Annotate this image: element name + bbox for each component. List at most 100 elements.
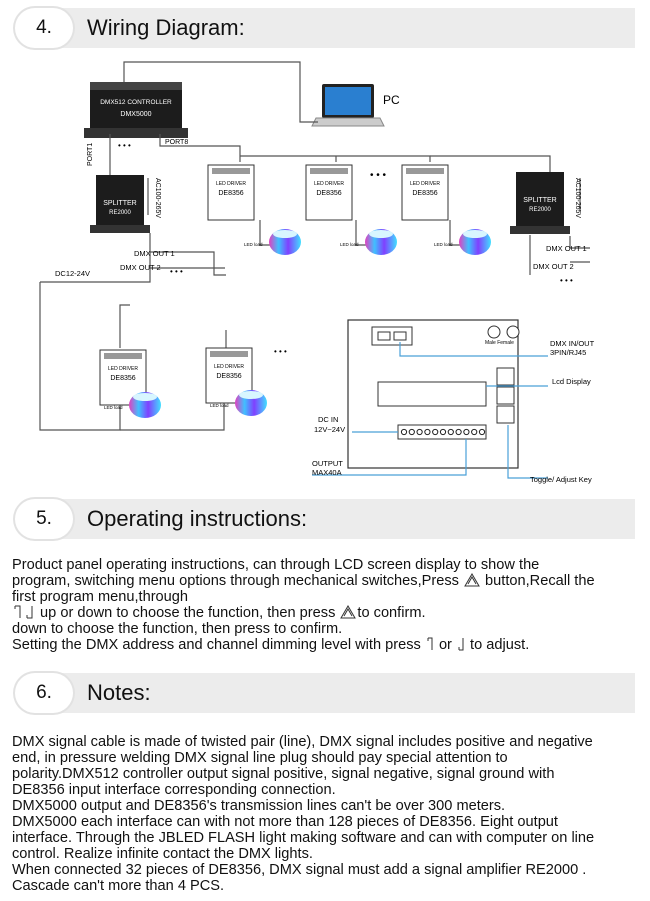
led-driver: LED DRIVER DE8356 xyxy=(305,164,353,221)
terminal-screw xyxy=(408,428,415,436)
splitter-left-line2: RE2000 xyxy=(109,210,131,216)
dmx-out2-right: DMX OUT 2 xyxy=(533,262,574,271)
terminal-screw xyxy=(455,428,462,436)
operating-line: program, switching menu options through … xyxy=(12,573,595,589)
dc-in-volt-label: 12V~24V xyxy=(314,425,345,434)
dmx-inout-label: DMX IN/OUT xyxy=(550,339,595,348)
controller-line1: DMX512 CONTROLLER xyxy=(100,99,172,106)
driver-label-line2: DE8356 xyxy=(412,190,437,197)
terminal-screw xyxy=(424,428,431,436)
led-strip-icon xyxy=(129,392,161,418)
terminal-screw xyxy=(439,428,447,436)
section-number: 5. xyxy=(15,499,73,539)
notes-text: DMX signal cable is made of twisted pair… xyxy=(12,734,642,894)
driver-label-line2: DE8356 xyxy=(218,190,243,197)
toggle-label: Toggle/ Adjust Key xyxy=(530,475,592,484)
led-driver: LED DRIVER DE8356 xyxy=(401,164,449,221)
splitter-right-line2: RE2000 xyxy=(529,207,551,213)
led-driver: LED DRIVER DE8356 xyxy=(99,349,147,406)
operating-line: Setting the DMX address and channel dimm… xyxy=(12,637,530,653)
male-female-label: Male Female xyxy=(485,340,514,346)
led-load-label: LED load xyxy=(244,242,263,247)
section-number: 6. xyxy=(15,673,73,713)
terminal-screw xyxy=(447,428,454,436)
triangle-button-icon xyxy=(464,573,480,587)
controller-line2: DMX5000 xyxy=(120,111,151,118)
operating-line: first program menu,through xyxy=(12,589,189,605)
section-title: Notes: xyxy=(87,680,151,705)
operating-line: up or down to choose the function, then … xyxy=(12,605,642,621)
dmx-out1-left: DMX OUT 1 xyxy=(134,249,175,258)
terminal-screw xyxy=(478,428,486,436)
splitter-left xyxy=(90,175,150,233)
operating-line: Product panel operating instructions, ca… xyxy=(12,557,540,573)
notes-line: control. Realize infinite contact the DM… xyxy=(12,846,313,862)
ellipsis-1: • • • xyxy=(118,141,131,150)
notes-line: polarity.DMX512 controller output signal… xyxy=(12,766,555,782)
led-strip-icon xyxy=(235,390,267,416)
ellipsis-2: • • • xyxy=(370,170,387,181)
dmx-out1-right: DMX OUT 1 xyxy=(546,244,587,253)
notes-line: DMX5000 output and DE8356's transmission… xyxy=(12,798,506,814)
ellipsis-4: • • • xyxy=(274,347,287,356)
led-strip-icon xyxy=(269,229,301,255)
laptop-icon xyxy=(311,84,385,127)
pc-label: PC xyxy=(383,93,400,107)
dmx-out2-left: DMX OUT 2 xyxy=(120,263,161,272)
up-key-icon xyxy=(427,637,433,650)
operating-line: down to choose the function, then press … xyxy=(12,621,343,637)
driver-label-line2: DE8356 xyxy=(216,373,241,380)
notes-line: end, in pressure welding DMX signal line… xyxy=(12,750,508,766)
port8-label: PORT8 xyxy=(165,139,188,146)
section-header-notes: 6. Notes: xyxy=(15,673,635,713)
splitter-left-line1: SPLITTER xyxy=(103,200,136,207)
notes-line: interface. Through the JBLED FLASH light… xyxy=(12,830,595,846)
callout-lines xyxy=(312,342,548,479)
section-title: Wiring Diagram: xyxy=(87,15,245,40)
led-strip-icon xyxy=(459,229,491,255)
ellipsis-5: • • • xyxy=(560,276,573,285)
section-header-operating: 5. Operating instructions: xyxy=(15,499,635,539)
terminal-screw xyxy=(416,428,423,436)
notes-line: DMX5000 each interface can with not more… xyxy=(12,814,558,830)
ac-label-right: AC100-265V xyxy=(574,178,581,218)
led-strip-icon xyxy=(365,229,397,255)
dmx-port-label: 3PIN/RJ45 xyxy=(550,348,586,357)
driver-label-line1: LED DRIVER xyxy=(214,364,244,370)
led-load-label: LED load xyxy=(104,405,123,410)
section-title: Operating instructions: xyxy=(87,506,308,531)
operating-instructions: Product panel operating instructions, ca… xyxy=(12,557,642,653)
wiring-diagram: PC DMX512 CONTROLLER DMX5000 SPLITTER RE… xyxy=(39,61,595,484)
down-key-icon xyxy=(458,638,464,651)
output-max-label: MAX40A xyxy=(312,468,342,477)
controller-device xyxy=(84,82,188,138)
terminal-screw xyxy=(471,428,478,436)
product-panel xyxy=(347,319,520,469)
section-number: 4. xyxy=(15,8,73,48)
splitter-right xyxy=(510,172,570,234)
ac-label-left: AC100-265V xyxy=(154,178,161,218)
led-load-label: LED load xyxy=(340,242,359,247)
led-load-label: LED load xyxy=(210,403,229,408)
driver-label-line2: DE8356 xyxy=(110,375,135,382)
notes-line: Cascade can't more than 4 PCS. xyxy=(12,878,225,894)
led-driver: LED DRIVER DE8356 xyxy=(207,164,255,221)
splitter-right-line1: SPLITTER xyxy=(523,197,556,204)
terminal-screw xyxy=(463,428,470,436)
dmx-wires xyxy=(39,134,590,431)
driver-label-line1: LED DRIVER xyxy=(216,181,246,187)
terminal-screw xyxy=(400,428,408,436)
up-key-icon xyxy=(14,605,21,618)
driver-label-line1: LED DRIVER xyxy=(108,366,138,372)
port1-label: PORT1 xyxy=(87,143,94,166)
driver-label-line1: LED DRIVER xyxy=(314,181,344,187)
notes-line: DMX signal cable is made of twisted pair… xyxy=(12,734,593,750)
driver-label-line2: DE8356 xyxy=(316,190,341,197)
driver-label-line1: LED DRIVER xyxy=(410,181,440,187)
ellipsis-3: • • • xyxy=(170,267,183,276)
dc-in-label: DC IN xyxy=(318,415,338,424)
triangle-button-icon xyxy=(340,605,357,619)
usb-cable xyxy=(123,61,318,123)
notes-line: When connected 32 pieces of DE8356, DMX … xyxy=(12,862,587,878)
dc-label: DC12-24V xyxy=(55,269,90,278)
